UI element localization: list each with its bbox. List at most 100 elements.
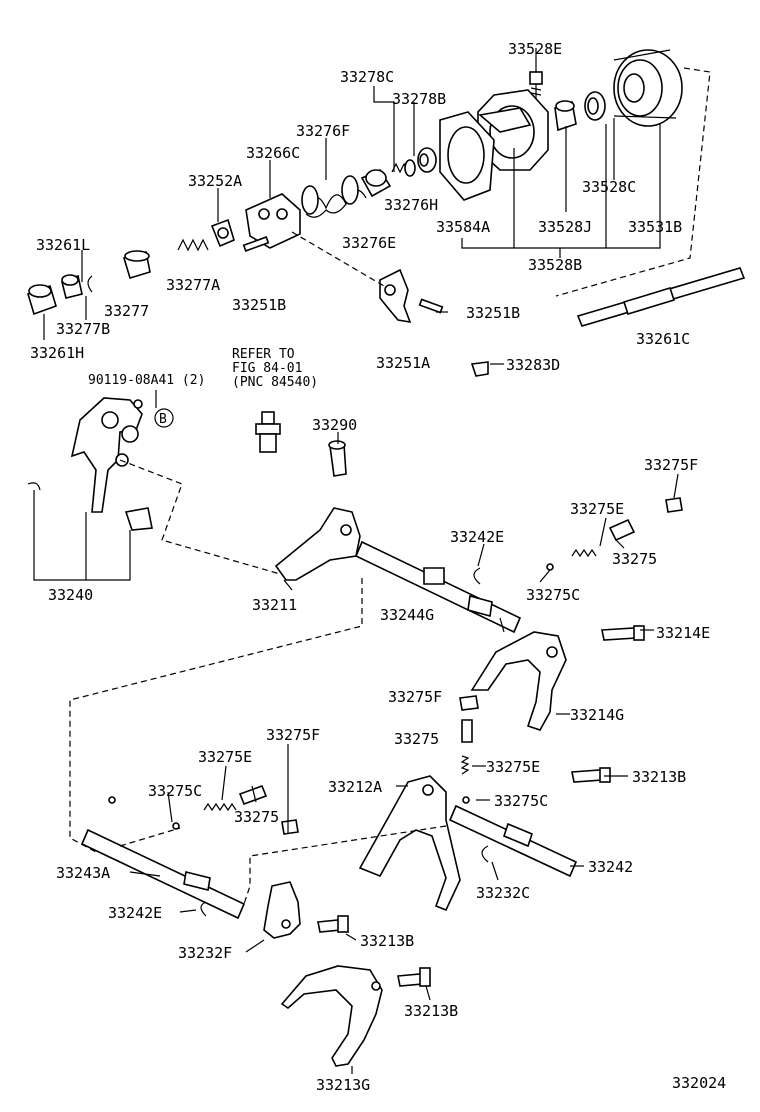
part-33251B-pin-b [418, 298, 444, 314]
label-33261L: 33261L [36, 236, 90, 254]
label-33244G: 33244G [380, 606, 434, 624]
part-33275-pin-b [461, 719, 473, 743]
label-33275F-c: 33275F [266, 726, 320, 744]
part-33261C-shaft [576, 267, 746, 327]
part-33275C-ball-b [172, 822, 180, 830]
part-33528J-bushing [554, 100, 577, 132]
part-sensor-refer [255, 411, 281, 453]
label-33290: 33290 [312, 416, 357, 434]
part-33244G-shaft [354, 540, 522, 634]
part-33276H [404, 159, 416, 177]
label-33528E: 33528E [508, 40, 562, 58]
part-33276E-cap [360, 168, 392, 198]
figure-number: 332024 [672, 1074, 726, 1092]
label-33275E-b: 33275E [486, 758, 540, 776]
label-33275F-a: 33275F [644, 456, 698, 474]
label-33275E-a: 33275E [570, 500, 624, 518]
label-33531B: 33531B [628, 218, 682, 236]
label-33528J: 33528J [538, 218, 592, 236]
label-33275-b: 33275 [394, 730, 439, 748]
part-33251B-pin-a [242, 236, 270, 252]
label-33275E-c: 33275E [198, 748, 252, 766]
part-33240-lever [27, 397, 153, 531]
label-33252A: 33252A [188, 172, 242, 190]
part-33213B-bolt-a [571, 767, 611, 783]
label-33278C: 33278C [340, 68, 394, 86]
part-33213B-bolt-c [397, 967, 431, 987]
part-33275E-spring-b [460, 755, 470, 775]
label-33212A: 33212A [328, 778, 382, 796]
part-33243A-shaft [80, 828, 246, 920]
part-33277-cup [122, 250, 151, 279]
part-33261H [27, 284, 57, 316]
label-33251B-a: 33251B [232, 296, 286, 314]
label-33213B-b: 33213B [360, 932, 414, 950]
label-33276H: 33276H [384, 196, 438, 214]
part-33290-bolt [328, 440, 347, 477]
label-33213B-c: 33213B [404, 1002, 458, 1020]
part-33278B-seal [417, 147, 437, 173]
part-33277B-clip [87, 275, 93, 293]
refer-line-2: FIG 84-01 [232, 361, 302, 376]
part-33252A-clip [210, 218, 235, 248]
label-33275C-a: 33275C [526, 586, 580, 604]
part-33242E-clip-b [200, 901, 207, 917]
part-33275F-plug-a [665, 497, 683, 513]
part-33275C-ball-c [108, 796, 116, 804]
label-33242E-a: 33242E [450, 528, 504, 546]
label-33232F: 33232F [178, 944, 232, 962]
label-33528B: 33528B [528, 256, 582, 274]
part-33275C-ball-d [462, 796, 470, 804]
label-33242: 33242 [588, 858, 633, 876]
label-33211: 33211 [252, 596, 297, 614]
label-33275F-b: 33275F [388, 688, 442, 706]
label-33275C-c: 33275C [494, 792, 548, 810]
part-33232F-bracket [263, 881, 301, 939]
label-33243A: 33243A [56, 864, 110, 882]
label-33214G: 33214G [570, 706, 624, 724]
refer-line-1: REFER TO [232, 347, 295, 362]
circle-B-text: B [159, 412, 167, 427]
part-33275-pin-c [238, 784, 268, 806]
label-33266C: 33266C [246, 144, 300, 162]
label-90119: 90119-08A41 (2) [88, 373, 205, 388]
label-33240: 33240 [48, 586, 93, 604]
part-33528E-bolt [529, 71, 543, 100]
circle-B-callout: B [154, 390, 174, 428]
part-33531B [613, 49, 683, 127]
label-33275C-b: 33275C [148, 782, 202, 800]
label-33584A: 33584A [436, 218, 490, 236]
label-33277: 33277 [104, 302, 149, 320]
label-33251B-b: 33251B [466, 304, 520, 322]
label-33232C: 33232C [476, 884, 530, 902]
label-33528C: 33528C [582, 178, 636, 196]
label-33278B: 33278B [392, 90, 446, 108]
part-33232C-clip [481, 845, 489, 863]
label-33275-a: 33275 [612, 550, 657, 568]
part-33261L [61, 274, 83, 299]
part-33277A-spring [177, 238, 209, 252]
label-33275-c: 33275 [234, 808, 279, 826]
part-33242-shaft [448, 804, 578, 878]
part-33211-fork [274, 507, 361, 581]
part-33283D-plug [470, 361, 489, 377]
label-33277B: 33277B [56, 320, 110, 338]
part-33275-pin-a [608, 518, 636, 542]
part-33214E-bolt [601, 625, 645, 641]
part-33212A-fork [358, 775, 461, 912]
part-33276F-spring [301, 175, 367, 218]
label-33242E-b: 33242E [108, 904, 162, 922]
label-33251A: 33251A [376, 354, 430, 372]
part-33275F-plug-c [281, 819, 299, 835]
part-33214G-fork [470, 631, 567, 731]
label-33276F: 33276F [296, 122, 350, 140]
label-33213G: 33213G [316, 1076, 370, 1094]
part-33266C-bracket [245, 193, 301, 249]
part-33528C-ring [584, 91, 606, 121]
label-33261C: 33261C [636, 330, 690, 348]
part-gasket [439, 111, 495, 201]
label-33276E: 33276E [342, 234, 396, 252]
part-33213B-bolt-b [317, 915, 349, 933]
